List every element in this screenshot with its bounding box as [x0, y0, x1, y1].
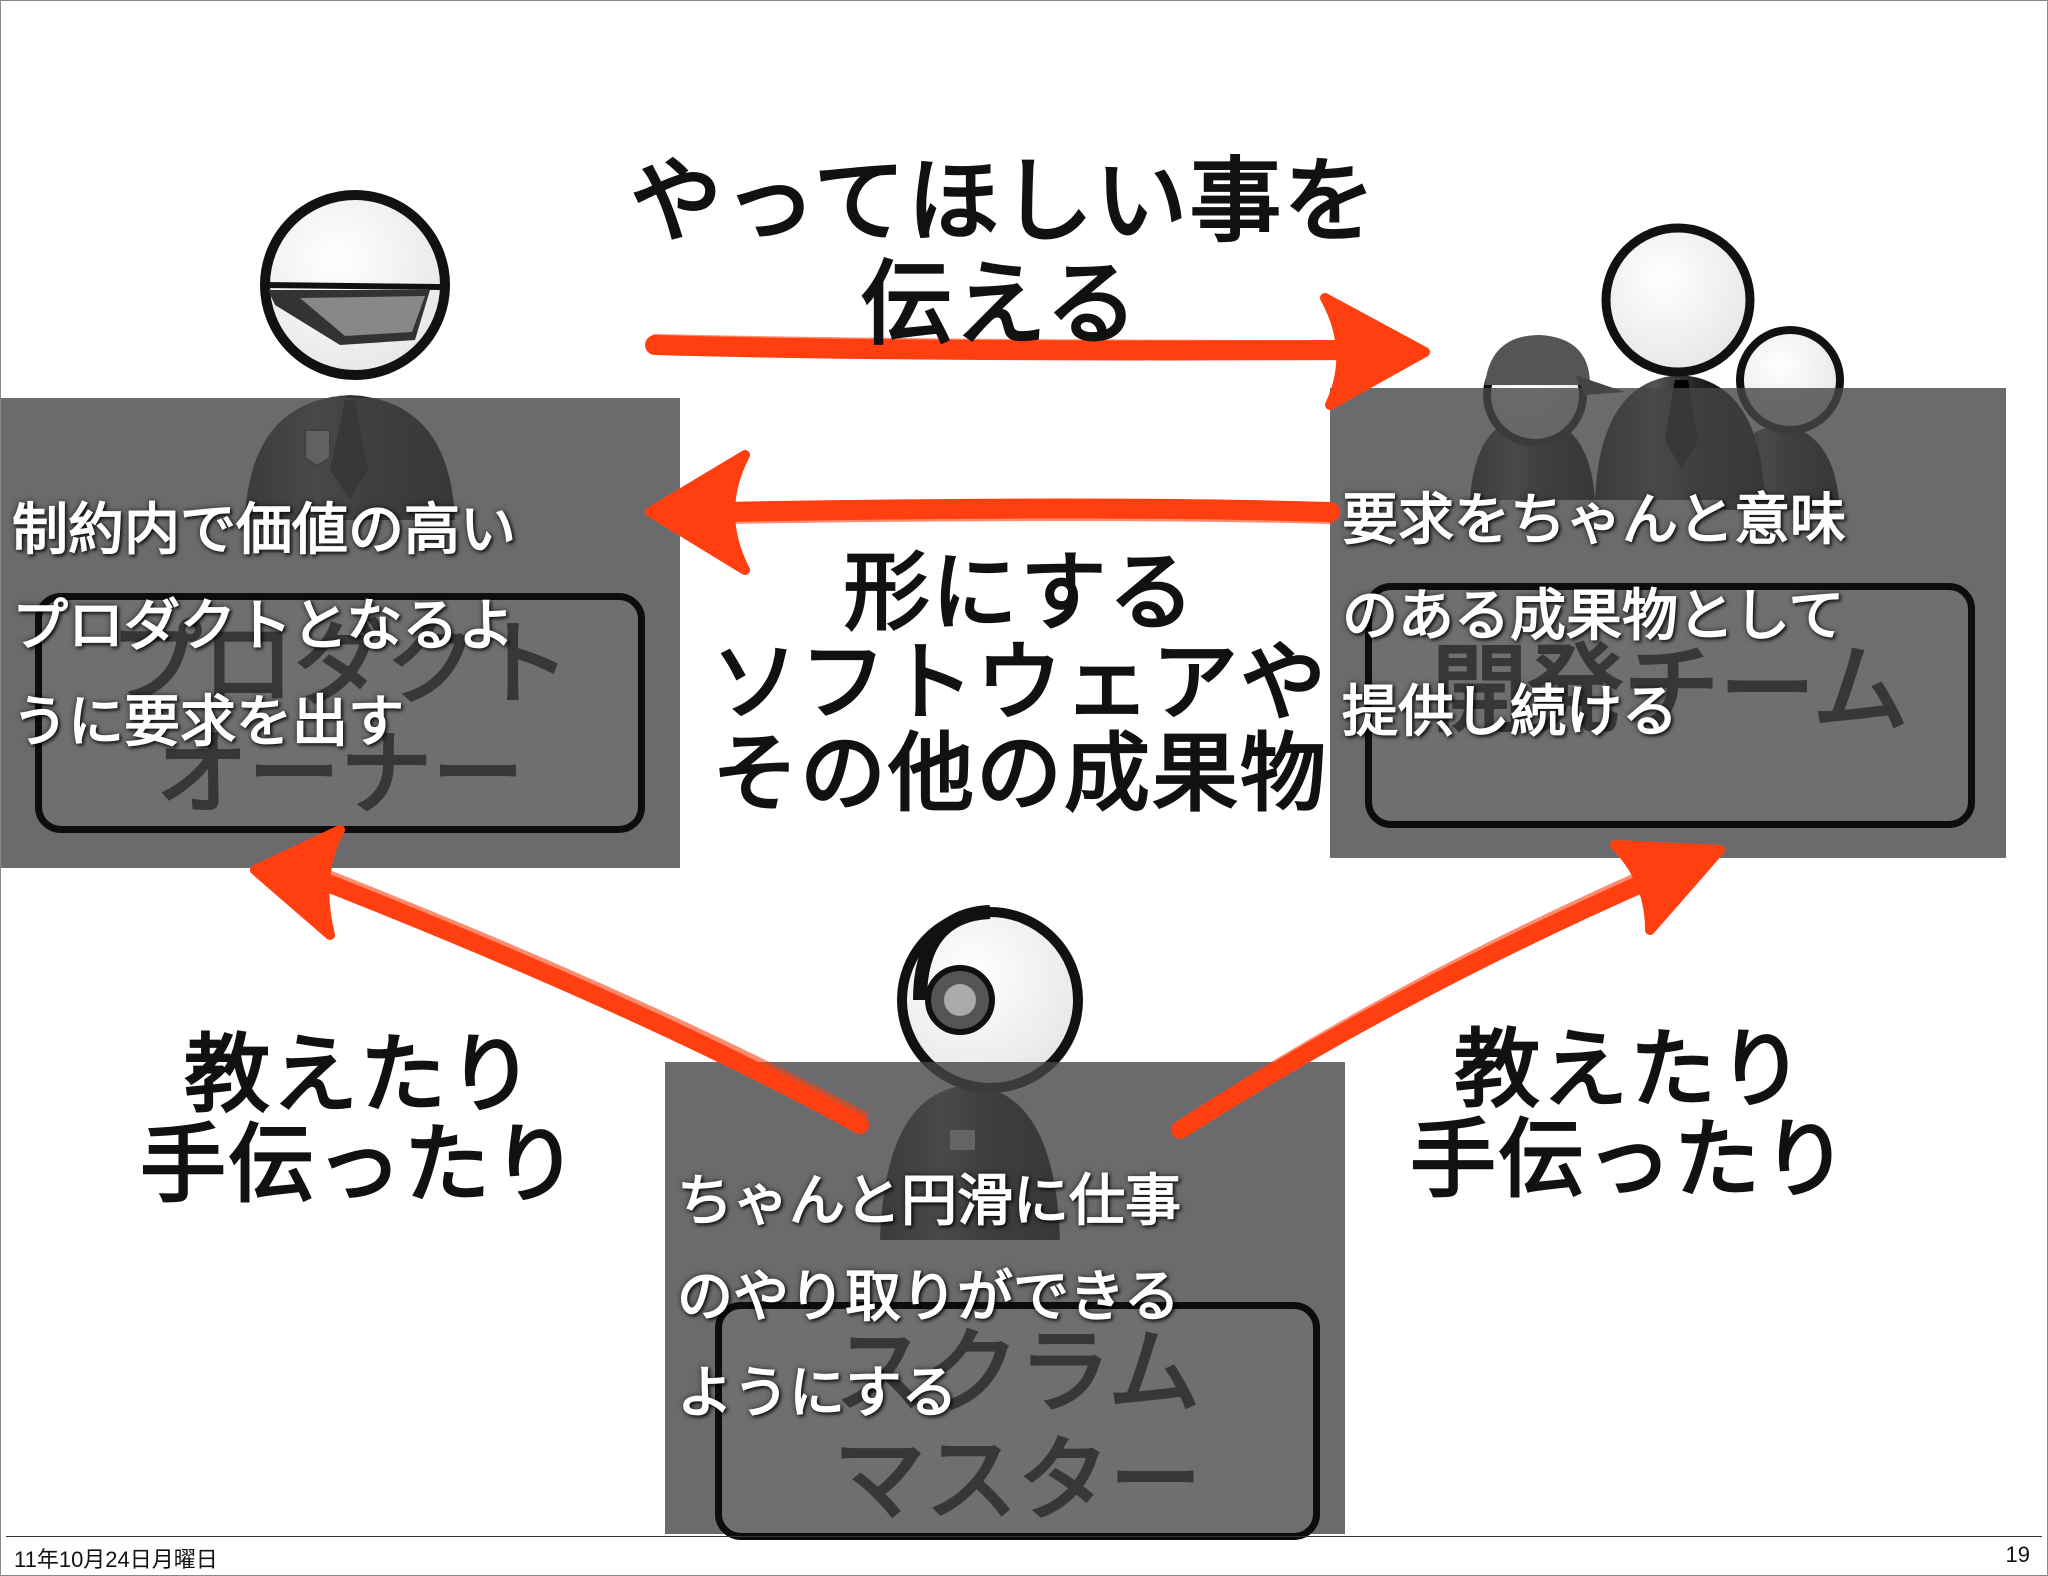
- product-owner-role-label: プロダクト オーナー: [35, 593, 645, 833]
- scrum-master-box: スクラム マスター ちゃんと円滑に仕事 のやり取りができる ようにする: [665, 1062, 1345, 1540]
- left-bottom-label: 教えたり 手伝ったり: [140, 1025, 580, 1216]
- footer-divider: [6, 1536, 2042, 1537]
- top-label: やってほしい事を 伝える: [630, 148, 1378, 359]
- right-bottom-label: 教えたり 手伝ったり: [1410, 1020, 1850, 1211]
- arrow-up-left: [250, 825, 869, 1134]
- arrow-up-right: [1171, 840, 1725, 1139]
- arrow-right-top: [645, 293, 1430, 410]
- dev-team-description: 要求をちゃんと意味 のある成果物として 提供し続ける: [1342, 488, 1846, 745]
- scrum-master-description: ちゃんと円滑に仕事 のやり取りができる ようにする: [677, 1169, 1181, 1426]
- dev-team-role-label: 開発チーム: [1365, 583, 1975, 828]
- product-owner-box: プロダクト オーナー 制約内で価値の高い プロダクトとなるよ うに要求を出す: [0, 398, 680, 868]
- dev-team-box: 開発チーム 要求をちゃんと意味 のある成果物として 提供し続ける: [1330, 388, 2006, 858]
- arrow-left-middle: [645, 450, 1340, 575]
- footer-date: 11年10月24日月曜日: [14, 1547, 218, 1572]
- product-owner-description: 制約内で価値の高い プロダクトとなるよ うに要求を出す: [12, 498, 516, 755]
- middle-label: 形にする ソフトウェアや その他の成果物: [712, 543, 1328, 824]
- page-number: 19: [2005, 1542, 2030, 1567]
- scrum-master-role-label: スクラム マスター: [715, 1302, 1320, 1540]
